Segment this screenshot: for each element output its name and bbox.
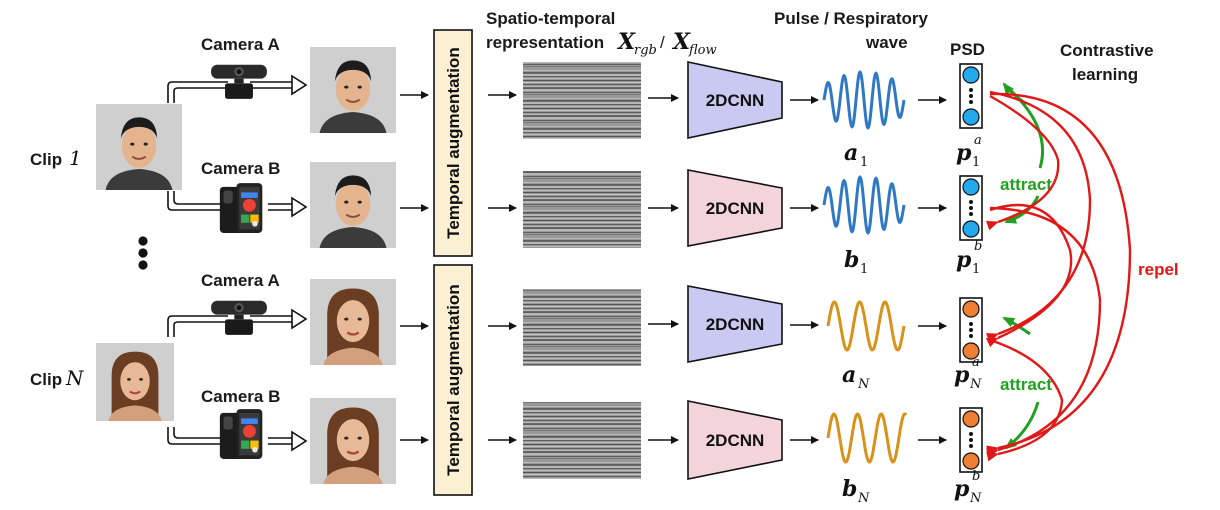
- psd-vector-b-1: [959, 175, 983, 241]
- header-slash: /: [660, 33, 665, 52]
- psd-superscript: b: [972, 469, 980, 484]
- wave-label-a-n: a N: [842, 362, 870, 392]
- double-arrowheads: [291, 74, 308, 452]
- ellipsis-dots: [138, 236, 148, 270]
- spatio-temporal-map-4: [523, 402, 641, 479]
- wave-label-a-1: a 1: [844, 140, 868, 170]
- cnn-label: 2DCNN: [706, 199, 765, 218]
- spatio-temporal-title: Spatio-temporal: [486, 9, 615, 28]
- psd-symbol: p: [954, 476, 970, 502]
- cnn-block-3: 2DCNN: [687, 285, 783, 363]
- attract-arrows-clip-1: attract: [1000, 82, 1052, 224]
- arrows-to-waves: [790, 96, 819, 444]
- wave-title: wave: [865, 33, 908, 52]
- x-flow-subscript: flow: [688, 43, 717, 58]
- wave-symbol: a: [842, 362, 856, 388]
- cnn-block-1: 2DCNN: [687, 61, 783, 139]
- psd-subscript: N: [969, 377, 982, 392]
- repel-arrows: [985, 90, 1132, 462]
- camera-a-face-clip-n: [310, 277, 396, 367]
- psd-vector-a-1: [959, 63, 983, 129]
- x-rgb-symbol: X: [616, 29, 636, 55]
- spatio-temporal-map-1: [523, 62, 641, 139]
- smartphone-icon: [219, 409, 263, 459]
- psd-symbol: p: [954, 362, 970, 388]
- x-flow-symbol: X: [671, 29, 691, 55]
- psd-vector-a-n: [959, 297, 983, 363]
- smartphone-icon: [219, 183, 263, 233]
- cnn-label: 2DCNN: [706, 91, 765, 110]
- spatio-temporal-map-3: [523, 289, 641, 366]
- repel-label: repel: [1138, 260, 1179, 279]
- clip-n-face-image: [96, 341, 174, 423]
- spatio-temporal-map-2: [523, 171, 641, 248]
- psd-subscript: N: [969, 491, 982, 506]
- spatio-temporal-header: Spatio-temporal representation X rgb / X…: [486, 9, 717, 58]
- temporal-augmentation-block-clip-1: Temporal augmentation: [433, 29, 473, 257]
- camera-a-label-top: Camera A: [201, 35, 280, 54]
- psd-label-a-1: p 1 a: [956, 133, 982, 170]
- psd-symbol: p: [956, 140, 972, 166]
- camera-a-face-clip-1: [310, 46, 396, 134]
- wave-symbol: b: [842, 476, 857, 502]
- camera-b-label-bottom: Camera B: [201, 387, 280, 406]
- arrows-to-cnn: [648, 94, 679, 444]
- contrastive-title: Contrastive: [1060, 41, 1154, 60]
- webcam-icon: [211, 300, 267, 335]
- camera-b-face-clip-1: [310, 161, 396, 249]
- pulse-wave-b-1: [822, 175, 906, 235]
- clip-n-index: N: [65, 366, 85, 390]
- wave-label-b-1: b 1: [844, 247, 868, 277]
- psd-subscript: 1: [972, 262, 980, 277]
- arrows-to-augmentation: [400, 91, 429, 444]
- arrows-to-psd: [918, 96, 947, 444]
- cnn-block-2: 2DCNN: [687, 169, 783, 247]
- pulse-wave-b-n: [826, 412, 908, 464]
- clip-n-label: Clip N: [30, 366, 85, 390]
- clip-n-text: Clip: [30, 370, 62, 389]
- representation-title: representation: [486, 33, 604, 52]
- wave-subscript: 1: [860, 155, 868, 170]
- temporal-augmentation-block-clip-n: Temporal augmentation: [433, 264, 473, 496]
- psd-superscript: a: [972, 355, 980, 370]
- clip-n-branches: [167, 315, 294, 445]
- camera-b-label-top: Camera B: [201, 159, 280, 178]
- camera-b-face-clip-n: [310, 396, 396, 486]
- temporal-augmentation-text: Temporal augmentation: [444, 47, 463, 238]
- wave-subscript: N: [857, 491, 870, 506]
- wave-label-b-n: b N: [842, 476, 870, 506]
- pulse-wave-a-n: [826, 300, 906, 352]
- psd-label-a-n: p N a: [954, 355, 982, 392]
- pulse-respiratory-title: Pulse / Respiratory: [774, 9, 929, 28]
- cnn-label: 2DCNN: [706, 431, 765, 450]
- clip-1-face-image: [96, 103, 182, 191]
- pulse-wave-a-1: [822, 70, 906, 130]
- cnn-block-4: 2DCNN: [687, 400, 783, 480]
- attract-label: attract: [1000, 175, 1052, 194]
- attract-label: attract: [1000, 375, 1052, 394]
- learning-title: learning: [1072, 65, 1138, 84]
- temporal-augmentation-text: Temporal augmentation: [444, 284, 463, 475]
- clip-1-text: Clip: [30, 150, 62, 169]
- wave-subscript: N: [857, 377, 870, 392]
- psd-label-b-n: p N b: [954, 469, 982, 506]
- wave-symbol: b: [844, 247, 859, 273]
- psd-title: PSD: [950, 40, 985, 59]
- clip-1-index: 1: [69, 146, 82, 170]
- cnn-label: 2DCNN: [706, 315, 765, 334]
- arrows-to-maps: [488, 91, 517, 444]
- camera-a-label-bottom: Camera A: [201, 271, 280, 290]
- psd-superscript: b: [974, 239, 982, 254]
- psd-superscript: a: [974, 133, 982, 148]
- psd-subscript: 1: [972, 155, 980, 170]
- psd-label-b-1: p 1 b: [956, 239, 982, 277]
- clip-1-label: Clip 1: [30, 146, 82, 170]
- psd-symbol: p: [956, 247, 972, 273]
- wave-subscript: 1: [860, 262, 868, 277]
- clip-1-branches: [167, 81, 294, 211]
- x-rgb-subscript: rgb: [634, 43, 657, 58]
- wave-symbol: a: [844, 140, 858, 166]
- psd-vector-b-n: [959, 407, 983, 473]
